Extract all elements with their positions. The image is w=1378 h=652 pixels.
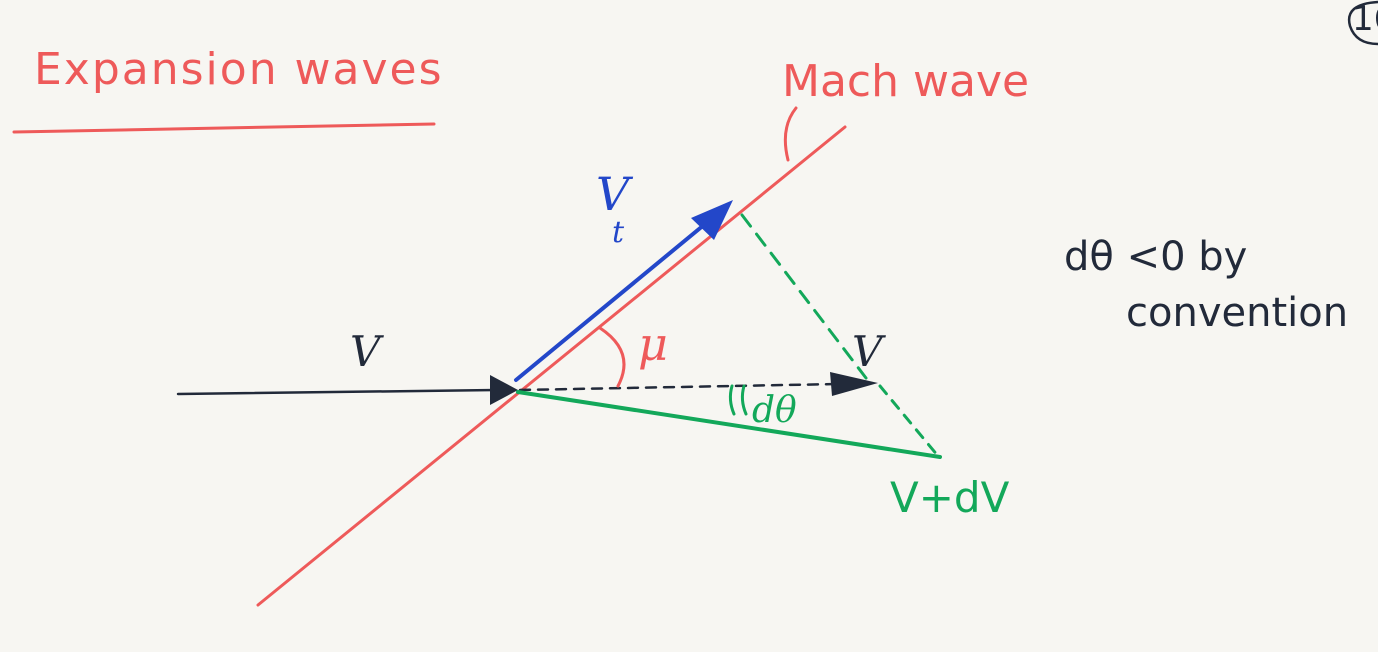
- convention-note-line-1: dθ <0 by: [1064, 234, 1247, 280]
- velocity-plus-dv-vector: [516, 390, 942, 459]
- tangential-velocity-label: V: [596, 167, 634, 221]
- dtheta-angle-arc-2: [740, 384, 748, 416]
- incoming-velocity-label: V: [350, 327, 384, 376]
- mach-wave-label: Mach wave: [782, 56, 1029, 107]
- tangential-velocity-vector: [514, 213, 718, 382]
- page-title: Expansion waves: [34, 44, 444, 95]
- mach-wave-line: [256, 125, 847, 607]
- normal-component-dashed-lower: [878, 384, 940, 458]
- incoming-velocity-arrowhead: [490, 375, 518, 405]
- tangential-velocity-subscript: t: [612, 215, 625, 250]
- velocity-plus-dv-label: V+dV: [890, 473, 1010, 522]
- dtheta-angle-label: dθ: [752, 390, 797, 431]
- incoming-velocity-vector: [176, 388, 498, 396]
- mu-angle-label: μ: [638, 317, 668, 371]
- page-number-circle: [1347, 0, 1378, 46]
- normal-component-dashed: [740, 213, 868, 380]
- mu-angle-arc: [598, 326, 626, 388]
- mach-wave-leader: [783, 106, 798, 162]
- resolved-velocity-arrowhead: [830, 372, 878, 396]
- page-number: 16: [1352, 0, 1378, 39]
- dtheta-angle-arc-1: [728, 384, 736, 416]
- title-underline: [12, 122, 436, 134]
- tangential-velocity-arrowhead: [691, 200, 733, 240]
- resolved-velocity-dashed: [518, 382, 840, 392]
- convention-note-line-2: convention: [1126, 290, 1348, 336]
- resolved-velocity-label: V: [852, 327, 886, 376]
